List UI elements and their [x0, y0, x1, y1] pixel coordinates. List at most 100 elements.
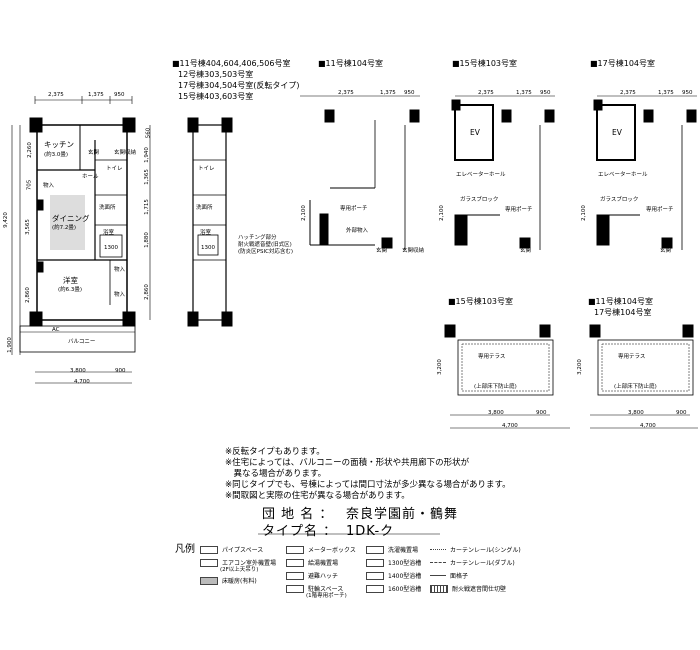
terrace-note: (上部床下防止庭): [474, 384, 517, 390]
plan-label-11-17-terrace: ■11号棟104号室: [588, 297, 654, 306]
legend-item: カーテンレール(シングル): [430, 545, 521, 554]
room-terrace: 専用テラス: [478, 354, 506, 360]
dim-terrace: 3,200: [576, 359, 583, 375]
room-washroom: 洗面所: [196, 205, 213, 211]
plan-label-line: 17号棟304,504号室(反転タイプ): [178, 81, 300, 90]
room-entry: 玄関: [376, 248, 388, 254]
dim-top: 2,375: [620, 90, 636, 96]
plan-label-15-103-terrace: ■15号棟103号室: [448, 297, 514, 306]
legend-item: 洗濯機置場: [366, 545, 418, 554]
dim-left: 2,860: [24, 287, 31, 303]
hatching-note: (防炎区PSIC対応含む): [238, 249, 294, 255]
dim-bottom: 900: [676, 410, 687, 416]
dim-top: 2,375: [48, 92, 64, 98]
room-toilet: トイレ: [198, 166, 215, 172]
note-line: ※同じタイプでも、号棟によっては間口寸法が多少異なる場合があります。: [225, 480, 511, 490]
plan-label-main: ■11号棟404,604,406,506号室: [172, 59, 291, 68]
room-bath: 浴室: [103, 230, 115, 236]
room-bath: 浴室: [200, 230, 212, 236]
plan-label-11-17-terrace: 17号棟104号室: [594, 308, 652, 317]
dim-left: 1,900: [6, 337, 13, 353]
room-kitchen: キッチン: [44, 140, 74, 149]
legend-item: カーテンレール(ダブル): [430, 558, 515, 567]
dim-left: 2,260: [26, 142, 33, 158]
note-line: ※間取図と実際の住宅が異なる場合があります。: [225, 491, 410, 501]
hatching-note: 耐火戦遮音壁(旧式区): [238, 242, 292, 248]
dim-top: 2,375: [338, 90, 354, 96]
legend-item: 給湯機置場: [286, 558, 338, 567]
note-line: 異なる場合があります。: [225, 469, 327, 479]
room-entry: 玄関: [520, 248, 532, 254]
room-western-size: (約6.3畳): [58, 287, 83, 293]
dim-bottom: 900: [115, 368, 126, 374]
legend-item: 駐輪スペース: [286, 584, 343, 593]
dim-porch: 2,100: [580, 205, 587, 221]
dim-top: 950: [114, 92, 125, 98]
room-kitchen-size: (約3.0畳): [44, 152, 69, 158]
estate-value: 奈良学園前・鶴舞: [346, 507, 459, 522]
legend-item: 床暖房(有料): [200, 576, 257, 585]
room-entry: 玄関: [88, 150, 100, 156]
dim-bottom: 3,800: [628, 410, 644, 416]
room-toilet: トイレ: [106, 166, 123, 172]
notes: ※反転タイプもあります。 ※住宅によっては、バルコニーの面積・形状や共用廊下の形…: [225, 447, 511, 502]
legend-item: 耐火戦遮音間仕切壁: [430, 584, 506, 593]
dim-right: 1,880: [143, 232, 150, 248]
note-line: ※反転タイプもあります。: [225, 447, 325, 457]
dim-top: 1,375: [380, 90, 396, 96]
plan-label-line: 15号棟403,603号室: [178, 92, 254, 101]
shoebox: 玄関収納: [402, 248, 425, 254]
room-entry: 玄関: [660, 248, 672, 254]
dim-porch: 2,100: [300, 205, 307, 221]
room-balcony: バルコニー: [68, 339, 96, 345]
room-storage: 物入: [114, 292, 126, 298]
room-hall: ホール: [82, 174, 99, 180]
shoebox: 玄関収納: [114, 150, 137, 156]
legend-item: パイプスペース: [200, 545, 263, 554]
plan-label-15-103: ■15号棟103号室: [452, 59, 518, 68]
ev-hall: エレベーターホール: [456, 172, 506, 178]
plan-label-17-104: ■17号棟104号室: [590, 59, 656, 68]
ev-hall: エレベーターホール: [598, 172, 648, 178]
room-bath-size: 1300: [104, 245, 118, 251]
legend-item: エアコン室外機置場: [200, 558, 276, 567]
legend-item-sub: (1階専用ポーチ): [306, 593, 347, 599]
room-dining-size: (約7.2畳): [52, 225, 77, 231]
dim-terrace: 3,200: [436, 359, 443, 375]
room-porch: 専用ポーチ: [505, 207, 533, 213]
dim-left: 705: [26, 179, 33, 191]
dim-top: 950: [404, 90, 415, 96]
ev-label: EV: [470, 128, 480, 137]
legend-item: メーターボックス: [286, 545, 356, 554]
dim-left: 3,565: [24, 219, 31, 235]
legend-item-sub: (2F以上天吊り): [220, 567, 259, 573]
ev-label: EV: [612, 128, 622, 137]
plan-label-11-104: ■11号棟104号室: [318, 59, 384, 68]
legend-item: 1400型浴槽: [366, 571, 421, 580]
note-line: ※住宅によっては、バルコニーの面積・形状や共用廊下の形状が: [225, 458, 470, 468]
legend-title: 凡例: [175, 544, 195, 555]
room-porch: 専用ポーチ: [340, 206, 368, 212]
dim-porch: 2,100: [438, 205, 445, 221]
dim-bottom: 4,700: [502, 423, 518, 429]
dim-total-h: 9,420: [2, 212, 9, 228]
dim-top: 2,375: [478, 90, 494, 96]
legend-item: 避難ハッチ: [286, 571, 338, 580]
room-porch: 専用ポーチ: [646, 207, 674, 213]
glass-block: ガラスブロック: [600, 197, 639, 203]
dim-right: 560: [145, 127, 152, 139]
dim-top: 1,375: [658, 90, 674, 96]
room-storage: 物入: [43, 183, 55, 189]
glass-block: ガラスブロック: [460, 197, 499, 203]
dim-right: 1,940: [143, 147, 150, 163]
legend-item: 1300型浴槽: [366, 558, 421, 567]
dim-bottom: 4,700: [640, 423, 656, 429]
hatching-note: ハッチング部分: [238, 235, 277, 241]
dim-top: 1,375: [88, 92, 104, 98]
dim-top: 950: [682, 90, 693, 96]
estate-label: 団 地 名 ：: [262, 507, 334, 522]
dim-top: 950: [540, 90, 551, 96]
type-label: タイプ名 ：: [262, 524, 338, 539]
dim-bottom: 3,800: [488, 410, 504, 416]
